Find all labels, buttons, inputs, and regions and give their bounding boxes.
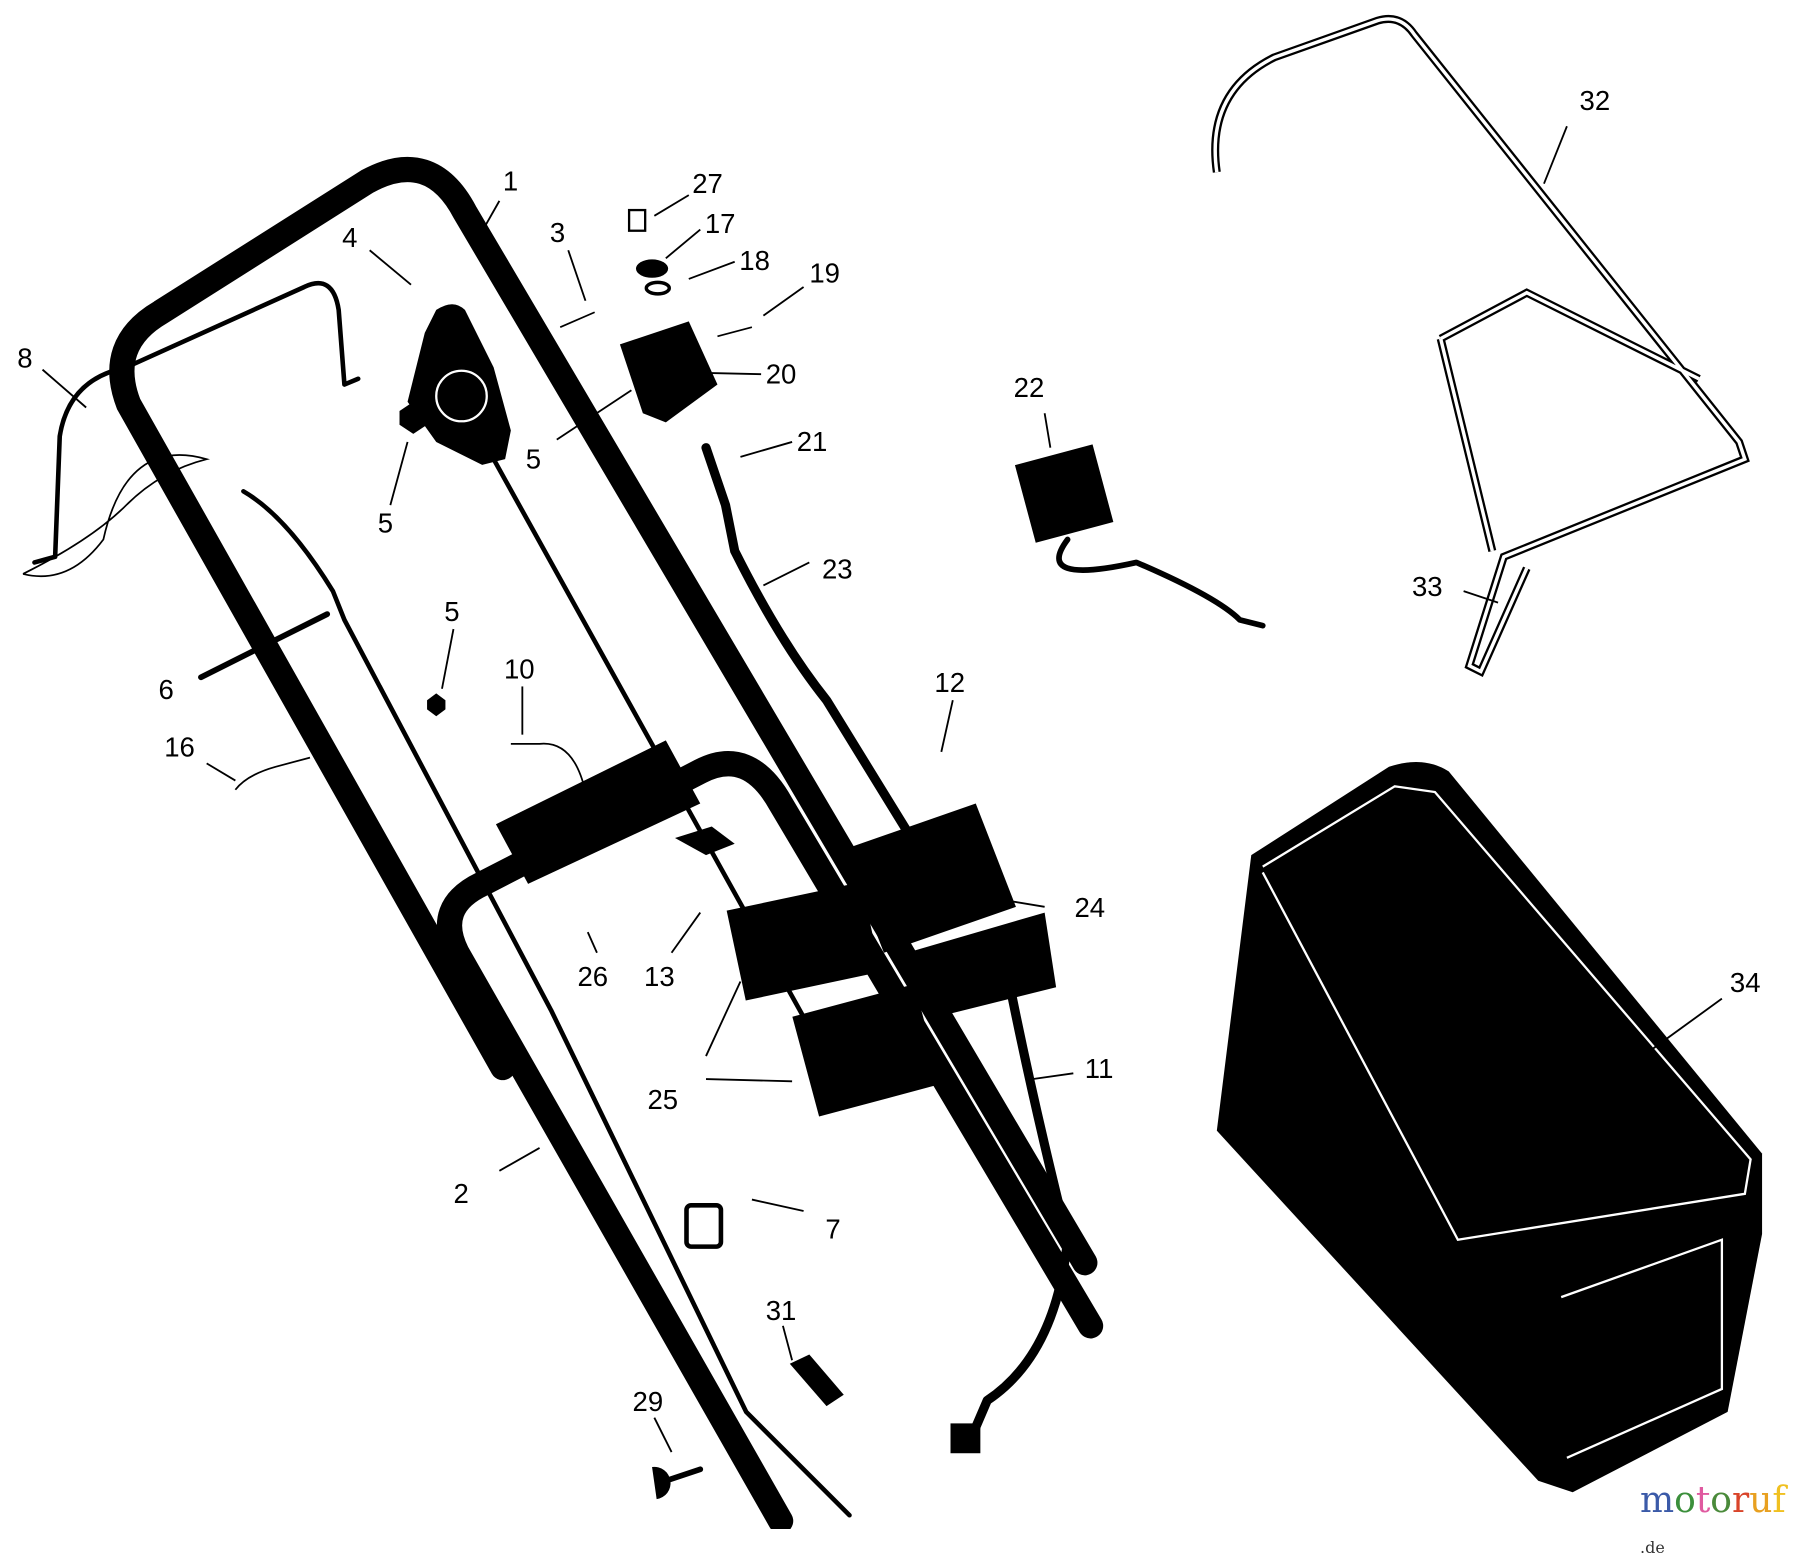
plate-7 (684, 1202, 724, 1249)
wire-harness-23 (701, 443, 923, 855)
bolt-29 (652, 1466, 671, 1500)
battery-24 (843, 803, 1016, 953)
screw-3 (559, 311, 596, 328)
callout-7: 7 (825, 1214, 840, 1245)
wm-letter: r (1731, 1480, 1750, 1521)
control-pulley (435, 369, 488, 423)
callout-5: 5 (526, 443, 541, 474)
wm-letter: m (1640, 1480, 1675, 1521)
callout-25: 25 (647, 1084, 678, 1115)
drive-cable (241, 489, 852, 1518)
screw-10 (510, 742, 587, 793)
callout-31: 31 (766, 1295, 797, 1326)
battery-box (906, 912, 1057, 1016)
callouts: 1 2 3 4 5 5 5 5 6 7 8 10 11 12 13 16 17 … (17, 85, 1761, 1417)
blade-control (407, 304, 511, 465)
switch-housing-20 (619, 321, 718, 423)
callout-27: 27 (692, 168, 723, 199)
callout-13: 13 (644, 961, 675, 992)
callout-11: 11 (1085, 1053, 1114, 1084)
bolt-shank (662, 1466, 704, 1484)
callout-1: 1 (503, 166, 518, 197)
callout-24: 24 (1074, 892, 1105, 923)
charger-cord (1056, 536, 1266, 629)
bag-frame-inner (1213, 17, 1747, 674)
wire-harness-11 (965, 982, 1073, 1446)
callout-34: 34 (1730, 967, 1761, 998)
callout-23: 23 (822, 554, 853, 585)
callout-3: 3 (550, 217, 565, 248)
wm-letter: o (1710, 1480, 1732, 1521)
bracket-26 (495, 740, 701, 884)
eyebolt-16 (234, 756, 311, 791)
washer-18 (644, 280, 671, 296)
callout-19: 19 (809, 257, 840, 288)
callout-33: 33 (1412, 571, 1443, 602)
cable-6 (198, 611, 331, 681)
callout-29: 29 (633, 1386, 664, 1417)
callout-6: 6 (158, 674, 173, 705)
battery-25 (726, 882, 881, 1001)
callout-10: 10 (504, 653, 535, 684)
callout-2: 2 (453, 1178, 468, 1209)
callout-17: 17 (705, 208, 736, 239)
callout-8: 8 (17, 342, 32, 373)
battery-tray (792, 984, 942, 1117)
callout-12: 12 (934, 667, 965, 698)
upper-handle (109, 156, 1098, 1276)
nut (427, 693, 446, 717)
grass-bag-rim (1261, 785, 1752, 1459)
wm-letter: u (1749, 1480, 1773, 1521)
wm-letter: o (1674, 1480, 1696, 1521)
parts-diagram: 1 2 3 4 5 5 5 5 6 7 8 10 11 12 13 16 17 … (17, 14, 1763, 1529)
callout-20: 20 (766, 358, 797, 389)
wm-letter: t (1695, 1480, 1711, 1521)
callout-22: 22 (1014, 372, 1045, 403)
callout-26: 26 (577, 961, 608, 992)
callout-5: 5 (378, 508, 393, 539)
callout-18: 18 (739, 245, 770, 276)
switch-cap-17 (635, 259, 669, 278)
nut (399, 401, 428, 434)
screw-19 (717, 326, 753, 338)
charger-22 (1014, 444, 1114, 543)
connector (950, 1423, 981, 1454)
key-27 (627, 208, 647, 232)
callout-32: 32 (1580, 85, 1611, 116)
grass-bag-34 (1216, 762, 1763, 1493)
callout-21: 21 (797, 426, 828, 457)
cable-sketch (22, 454, 210, 578)
lower-handle (436, 751, 1104, 1529)
callout-5: 5 (444, 596, 459, 627)
knob-13 (675, 826, 735, 856)
wm-letter: f (1772, 1480, 1786, 1521)
wm-suffix: .de (1640, 1538, 1665, 1557)
callout-16: 16 (164, 731, 195, 762)
control-cable (32, 280, 361, 565)
watermark-logo: motoruf .de (1640, 1480, 1800, 1562)
callout-4: 4 (342, 222, 357, 253)
lever-31 (789, 1354, 844, 1407)
leader-lines (41, 125, 1723, 1453)
